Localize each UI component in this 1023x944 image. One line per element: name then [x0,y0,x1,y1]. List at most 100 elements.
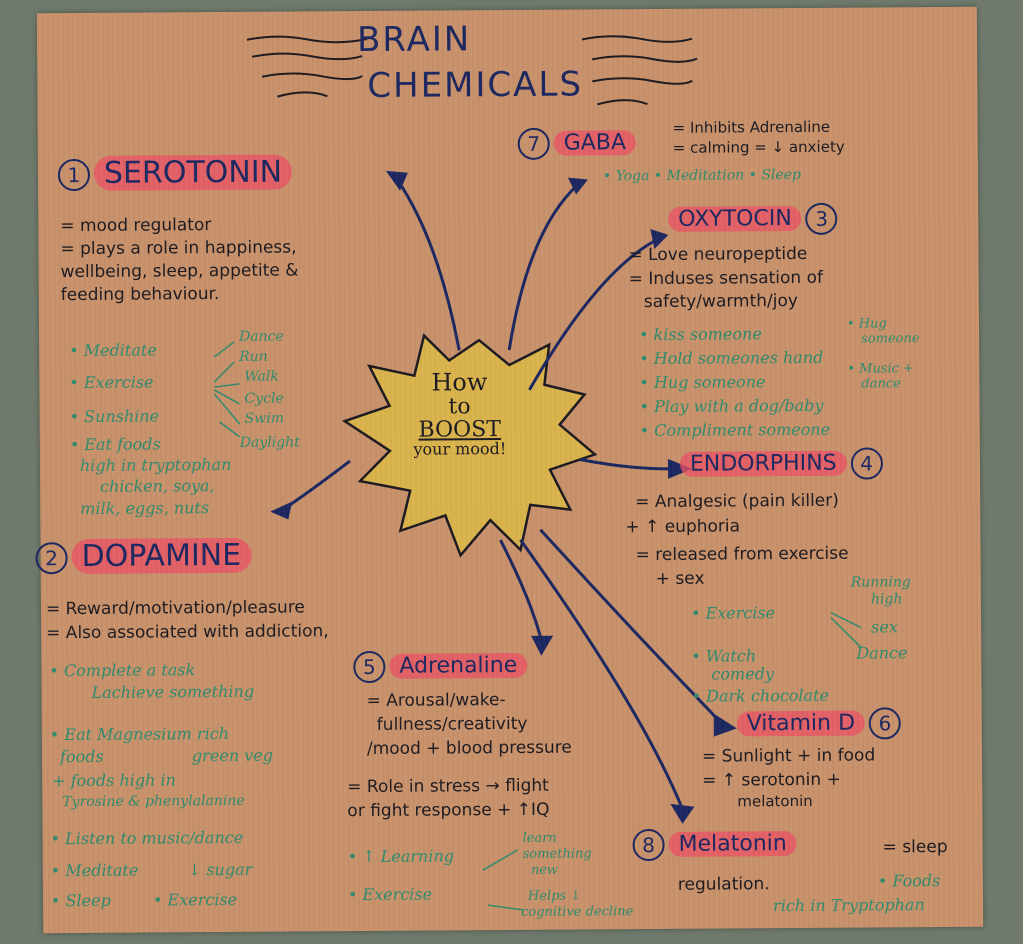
adrenaline-line-5: or fight response + ↑IQ [347,799,550,822]
dopamine-tip-5: green veg [191,745,274,766]
serotonin-tip-4: • Eat foods [69,434,161,455]
endorphins-tip-2: • Watch [691,646,757,666]
center-line-4: your mood! [413,439,507,460]
title-line-2: CHEMICALS [367,64,584,106]
melatonin-tip-1: • Foods [877,871,941,891]
endorphins-number: 4 [850,447,883,480]
serotonin-name: SEROTONIN [93,154,293,191]
melatonin-line-2: regulation. [677,874,770,895]
dopamine-tip-1: • Complete a task [49,660,196,681]
center-line-1: How [431,368,488,397]
gaba-name: GABA [553,130,637,156]
serotonin-daylight: Daylight [239,434,300,451]
green-connectors [213,341,862,911]
center-line-2: to [448,394,471,420]
gaba-number: 7 [517,127,550,160]
oxytocin-line-2: = Induses sensation of [628,267,824,290]
vitamin-d-line-1: = Sunlight + in food [701,745,876,767]
oxytocin-extra-4: dance [861,376,901,392]
endorphins-tip-4: • Dark chocolate [691,685,830,706]
vitamin-d-line-3: melatonin [737,791,813,811]
gaba-tips: • Yoga • Meditation • Sleep [602,166,801,185]
adrenaline-tip-1: • ↑ Learning [347,846,455,867]
endorphins-ex-1: Running [850,574,911,591]
oxytocin-extra-1: • Hug [846,316,887,332]
title-line-1: BRAIN [356,19,472,61]
serotonin-line-3: wellbeing, sleep, appetite & [60,260,299,283]
vitamin-d-number: 6 [868,707,902,740]
dopamine-name: DOPAMINE [71,537,252,575]
melatonin-tip-2: rich in Tryptophan [772,895,925,916]
adrenaline-line-1: = Arousal/wake- [366,690,506,712]
dopamine-tip-6: + foods high in [52,770,176,791]
oxytocin-line-1: = Love neuropeptide [628,243,808,266]
endorphins-tip-3: comedy [711,664,775,684]
endorphins-ex-4: Dance [856,643,908,663]
oxytocin-line-3: safety/warmth/joy [643,290,799,313]
endorphins-line-2: + ↑ euphoria [625,516,741,538]
melatonin-name: Melatonin [668,831,797,857]
gaba-line-2: = calming = ↓ anxiety [672,137,845,157]
endorphins-line-1: = Analgesic (pain killer) [635,490,839,513]
adrenaline-name: Adrenaline [389,652,528,679]
center-line-3: BOOST [418,417,502,443]
adrenaline-helps-1: Helps ↓ [527,888,582,904]
adrenaline-line-4: = Role in stress → flight [347,775,549,798]
oxytocin-extra-3: • Music + [847,361,914,377]
endorphins-tip-1: • Exercise [690,603,776,623]
serotonin-number: 1 [57,158,91,191]
dopamine-tip-2: Lachieve something [91,681,255,702]
serotonin-ex-2: Run [239,348,268,365]
oxytocin-tip-5: • Compliment someone [639,419,831,441]
dopamine-tip-8: • Listen to music/dance [50,827,244,849]
serotonin-tip-1: • Meditate [69,340,157,361]
center-label: How to BOOST your mood! [379,368,540,460]
cardboard-poster: BRAIN CHEMICALS How to BOOST your mood! … [35,6,984,934]
endorphins-ex-2: high [870,591,903,608]
endorphins-ex-3: sex [871,617,898,637]
dopamine-tip-3: • Eat Magnesium rich [49,723,230,745]
dopamine-tip-4: foods [59,746,104,767]
oxytocin-number: 3 [805,202,838,235]
adrenaline-tip-2: • Exercise [347,884,433,905]
oxytocin-tip-2: • Hold someones hand [639,347,824,369]
serotonin-tip-2: • Exercise [69,372,154,393]
endorphins-line-4: + sex [655,568,705,589]
serotonin-ex-1: Dance [239,328,284,345]
serotonin-line-2: = plays a role in happiness, [60,237,297,260]
dopamine-line-2: = Also associated with addiction, [46,621,329,644]
title-squiggles [246,35,698,106]
serotonin-line-1: = mood regulator [60,215,212,237]
dopamine-tip-10: • Sleep [50,890,111,911]
serotonin-ex-4: Cycle [244,390,284,407]
oxytocin-tip-4: • Play with a dog/baby [639,395,824,417]
dopamine-tip-7: Tyrosine & phenylalanine [62,792,245,811]
adrenaline-learn-3: new [530,862,559,878]
endorphins-name: ENDORPHINS [679,450,847,477]
serotonin-line-4: feeding behaviour. [60,284,220,306]
adrenaline-learn-2: something [522,846,592,862]
dopamine-tip-12: ↓ sugar [187,859,253,880]
adrenaline-line-3: /mood + blood pressure [366,737,572,760]
melatonin-line-1: = sleep [882,836,948,858]
oxytocin-tip-3: • Hug someone [639,372,766,393]
dopamine-tip-11: • Exercise [152,889,238,910]
serotonin-tip-6: chicken, soya, [100,476,215,496]
vitamin-d-name: Vitamin D [736,710,866,737]
endorphins-line-3: = released from exercise [635,543,849,566]
serotonin-tip-7: milk, eggs, nuts [80,498,210,519]
mind-map-drawing [213,35,862,911]
gaba-line-1: = Inhibits Adrenaline [672,117,831,137]
melatonin-number: 8 [632,828,665,862]
serotonin-tip-3: • Sunshine [69,406,160,427]
dopamine-tip-9: • Meditate [50,860,139,881]
serotonin-tip-5: high in tryptophan [79,454,232,476]
